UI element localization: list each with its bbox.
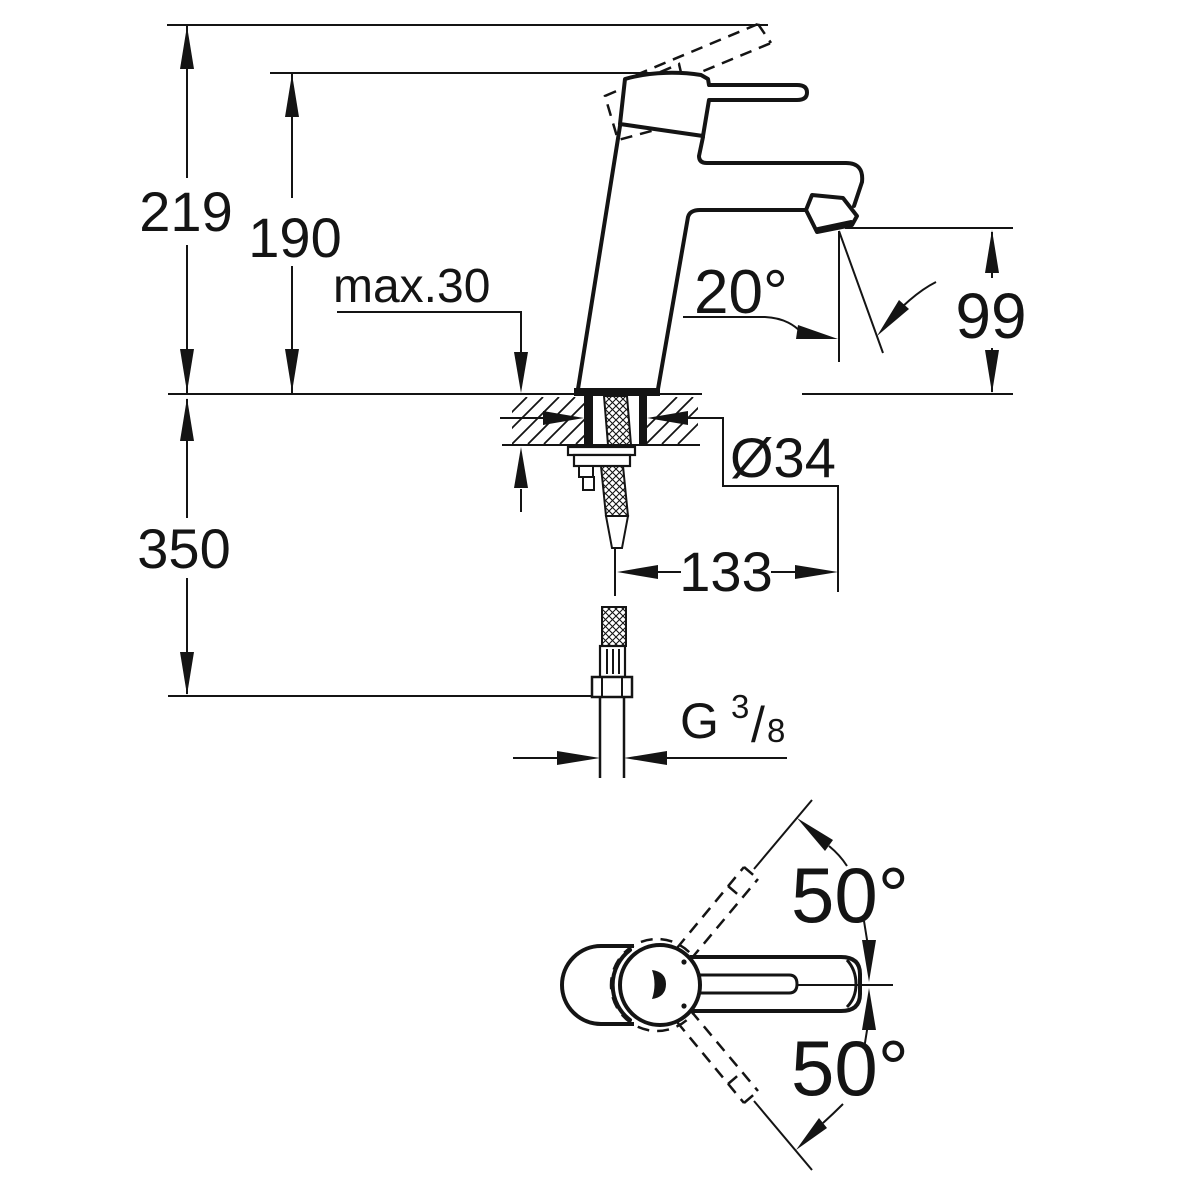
dim-angle-20: 20°	[683, 258, 937, 339]
dim-swing-upper: 50°	[753, 799, 909, 982]
handle-body	[618, 70, 809, 138]
dim-swing-upper-label: 50°	[791, 851, 909, 939]
hose-braid-upper	[599, 465, 630, 517]
lever-up-dashed	[676, 866, 759, 960]
top-view: 50° 50°	[560, 799, 909, 1171]
front-view: 219 190 max.30 350	[137, 22, 1027, 778]
dim-hole-diameter-label: Ø34	[730, 426, 836, 489]
hose-tip	[604, 515, 630, 549]
dim-thread-g38: G 3 / 8	[513, 688, 787, 765]
dim-190: 190	[248, 73, 342, 393]
dim-diameter-34: Ø34	[500, 411, 839, 592]
spout-dome-arc	[610, 948, 632, 1022]
dim-swing-lower: 50°	[753, 988, 909, 1171]
hose-nut	[590, 675, 634, 699]
dim-deck-thickness-label: max.30	[333, 260, 490, 313]
thread-slash-label: /	[751, 697, 765, 753]
dim-stream-angle-label: 20°	[694, 258, 788, 327]
thread-g-label: G	[680, 693, 719, 749]
hose-braid-through-counter	[602, 395, 633, 446]
dim-spout-height-label: 190	[248, 206, 341, 269]
dim-spout-reach-label: 133	[679, 540, 772, 603]
supply-hose-lower	[590, 606, 634, 778]
dim-219: 219	[139, 25, 233, 393]
mounting-shank	[584, 395, 647, 446]
dim-350: 350	[137, 398, 231, 695]
dim-below-deck-label: 350	[137, 517, 230, 580]
dim-outlet-height-label: 99	[955, 280, 1026, 352]
dim-max30: max.30	[333, 260, 528, 512]
dim-99: 99	[955, 230, 1027, 393]
aerator-tip	[804, 193, 859, 234]
lever-down-dashed	[676, 1010, 759, 1104]
countertop-hatch	[512, 397, 698, 444]
dim-total-height-label: 219	[139, 180, 232, 243]
mounting-nut-assembly	[566, 445, 637, 549]
hose-braid-lower	[601, 606, 627, 647]
thread-denominator-label: 8	[767, 712, 785, 749]
thread-tube	[598, 697, 626, 778]
thread-numerator-label: 3	[731, 688, 749, 725]
cartridge-keyhole-mark	[652, 970, 666, 999]
faucet-body-outline	[574, 124, 865, 396]
detail-dot-upper	[681, 959, 687, 965]
dim-swing-lower-label: 50°	[791, 1024, 909, 1112]
dim-133: 133	[614, 540, 838, 603]
stream-angle-lines	[838, 230, 884, 362]
detail-dot-lower	[681, 1003, 687, 1009]
